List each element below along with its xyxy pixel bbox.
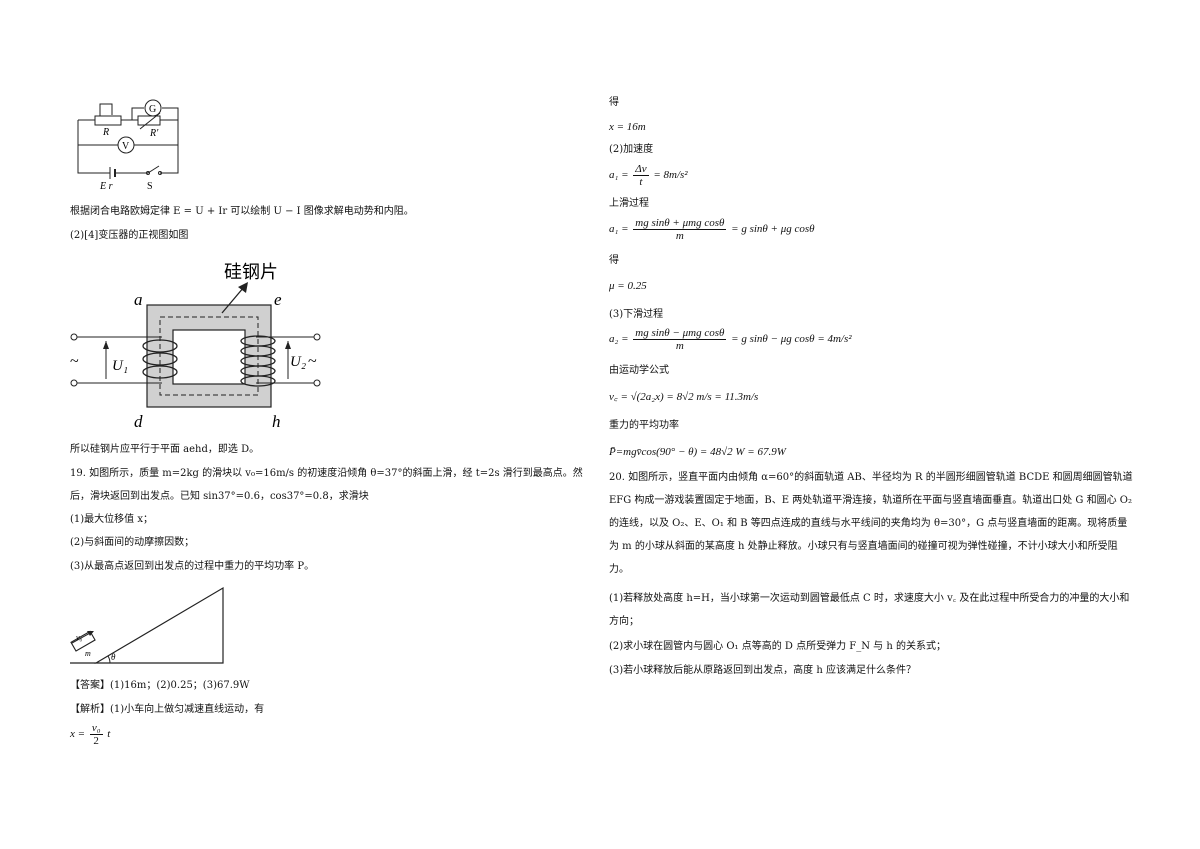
corner-h-label: h [272,412,281,431]
circuit-diagram: G R R' V E r S [77,99,179,192]
q20-sub3: (3)若小球释放后能从原路返回到出发点，高度 h 应该满足什么条件？ [609,665,916,676]
downslide-heading: (3)下滑过程 [609,309,664,320]
rheostat-label: R [102,127,109,138]
de-1: 得 [609,97,619,108]
transformer-conclusion: 所以硅钢片应平行于平面 aehd，即选 D。 [70,444,260,455]
q19-sub2: (2)与斜面间的动摩擦因数； [70,537,195,548]
answer-line: 【答案】(1)16m；(2)0.25；(3)67.9W [70,680,250,691]
gravity-power-heading: 重力的平均功率 [609,420,679,431]
voltage-u1-label: U₁ [112,358,128,374]
switch-label: S [147,181,153,192]
transformer-heading: (2)[4]变压器的正视图如图 [70,230,189,241]
analysis-line: 【解析】(1)小车向上做匀减速直线运动，有 [70,704,265,715]
galvanometer-label: G [149,104,156,115]
ohm-law-text: 根据闭合电路欧姆定律 E = U + Ir 可以绘制 U − I 图像求解电动势… [70,206,414,217]
q19-text-line2: 后，滑块返回到出发点。已知 sin37°=0.6，cos37°=0.8，求滑块 [70,491,369,502]
accel-heading: (2)加速度 [609,144,654,155]
ac-left-label: ~ [70,353,79,370]
voltage-u2-label: U₂ [290,354,306,370]
kinematics-heading: 由运动学公式 [609,365,669,376]
q20-sub2: (2)求小球在圆管内与圆心 O₁ 点等高的 D 点所受弹力 F_N 与 h 的关… [609,641,946,652]
corner-a-label: a [134,290,143,309]
q19-sub1: (1)最大位移值 x； [70,514,153,525]
q20-text: 20. 如图所示，竖直平面内由倾角 α=60°的斜面轨道 AB、半径均为 R 的… [609,472,1133,575]
silicon-steel-label: 硅钢片 [224,262,278,282]
eq-velocity: v꜀ = √(2a₂x) = 8√2 m/s = 11.3m/s [609,391,759,403]
mass-label: m [85,649,91,658]
ac-right-label: ~ [308,353,317,370]
corner-e-label: e [274,290,282,309]
q20-sub1: (1)若释放处高度 h=H，当小球第一次运动到圆管最低点 C 时，求速度大小 v… [609,593,1130,627]
resistor-label: R' [149,128,159,139]
v0-label: v₀ [76,633,83,642]
incline-diagram: v₀ m θ [70,586,224,664]
eq-power: P̄=mgv̄cos(90° − θ) = 48√2 W = 67.9W [609,446,786,458]
eq-x-result: x = 16m [609,121,646,133]
q19-sub3: (3)从最高点返回到出发点的过程中重力的平均功率 P。 [70,561,315,572]
battery-label: E r [99,181,113,192]
q19-text-line1: 19. 如图所示，质量 m=2kg 的滑块以 v₀=16m/s 的初速度沿倾角 … [70,468,583,479]
eq-mu: μ = 0.25 [609,280,647,292]
corner-d-label: d [134,412,143,431]
theta-label: θ [111,652,116,662]
de-2: 得 [609,255,619,266]
upslide-heading: 上滑过程 [609,198,649,209]
transformer-diagram: 硅钢片 a e d h U₁ U₂ ~ ~ [70,262,321,431]
voltmeter-label: V [122,141,130,152]
